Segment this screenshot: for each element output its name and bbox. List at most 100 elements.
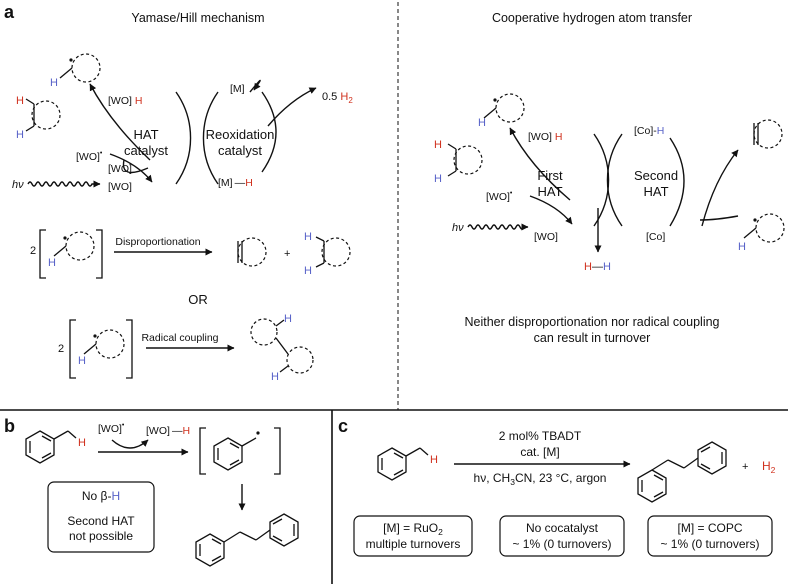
condition-line-2: cat. [M] [520, 445, 559, 459]
plus-sign-c: + [742, 461, 748, 473]
wo-star-label-b: [WO]• [98, 422, 125, 435]
wo-star-label: [WO]• [76, 150, 103, 163]
right-title: Cooperative hydrogen atom transfer [492, 11, 692, 25]
ruo2-line-2: multiple turnovers [366, 537, 461, 551]
second-hat-arc-left [606, 133, 623, 227]
radical-structure-right-top [483, 93, 525, 123]
no-beta-h-box [47, 481, 155, 553]
bracket-left-b [199, 427, 206, 475]
second-hat-text-2: not possible [69, 529, 133, 543]
hv-label: hν [12, 179, 24, 191]
reox-arc-right [261, 91, 277, 173]
radical-structure-disp [53, 231, 95, 261]
h-label-red: H [78, 437, 86, 449]
radical-coupling-label: Radical coupling [141, 332, 218, 344]
second-hat-arc-right [669, 137, 685, 227]
h-label-blue: H [48, 257, 56, 269]
h-label-red: H [16, 95, 24, 107]
second-hat-label-1: Second [634, 168, 678, 183]
radical-structure-top [59, 53, 101, 83]
h2-product-label: H2 [762, 459, 776, 475]
h-label-blue: H [478, 117, 486, 129]
coef-2-disp: 2 [30, 245, 36, 257]
hat-catalyst-label-2: catalyst [124, 143, 168, 158]
coef-2-coupling: 2 [58, 343, 64, 355]
radical-structure-right-bottom [743, 213, 785, 243]
bibenzyl-b [195, 513, 299, 567]
co-label: [Co] [646, 231, 665, 243]
copc-line-2: ~ 1% (0 turnovers) [660, 537, 759, 551]
second-hat-label-2: HAT [643, 184, 668, 199]
h-label-blue: H [304, 231, 312, 243]
m-label: [M] [230, 83, 245, 95]
hv-label-right: hν [452, 222, 464, 234]
panel-c-letter: c [338, 416, 348, 436]
h-label-blue: H [304, 265, 312, 277]
h2-arrow [267, 87, 317, 127]
radical-structure-coupling [83, 329, 125, 359]
h-label-blue: H [271, 371, 279, 383]
plus-sign: + [284, 248, 290, 260]
first-hat-arrow [509, 127, 571, 201]
h-h-label: H—H [584, 261, 611, 273]
hat-catalyst-label-1: HAT [133, 127, 158, 142]
h-label-blue: H [738, 241, 746, 253]
panel-a-letter: a [4, 2, 15, 22]
bracket-right [126, 319, 133, 379]
bracket-right [96, 229, 103, 279]
alkane-product [315, 236, 351, 268]
no-cocatalyst-line-1: No cocatalyst [526, 521, 599, 535]
co-h-label: [Co]-H [634, 125, 664, 137]
first-hat-label-2: HAT [537, 184, 562, 199]
no-cocatalyst-box [499, 515, 625, 557]
h-label-red: H [430, 454, 438, 466]
h-label-blue: H [284, 313, 292, 325]
reox-label-1: Reoxidation [206, 127, 275, 142]
hat-arrow-up [89, 83, 151, 161]
half-h2-label: 0.5 H2 [322, 91, 353, 105]
h-label-red: H [434, 139, 442, 151]
reox-cycle-arc [202, 91, 219, 185]
ruo2-line-1: [M] = RuO2 [383, 521, 443, 537]
toluene-structure-c [377, 447, 429, 481]
no-beta-h-label: No β-H [82, 489, 120, 503]
alkene-arrow [701, 149, 739, 227]
condition-line-3: hν, CH3CN, 23 °C, argon [474, 471, 607, 487]
neither-text-2: can result in turnover [534, 331, 651, 345]
substrate-structure [25, 98, 61, 132]
wo-star-arrow-right [529, 195, 573, 225]
hat-arrow-short [122, 159, 149, 174]
disproportionation-label: Disproportionation [115, 236, 200, 248]
wo-h-label-b: [WO] —H [146, 425, 190, 437]
hat-cycle-arc [175, 91, 192, 185]
wo-star-arrow [109, 153, 153, 183]
neither-text-1: Neither disproportionation nor radical c… [464, 315, 719, 329]
h-label-blue: H [78, 355, 86, 367]
wo-curve-b [111, 439, 149, 449]
hv-wavy-arrow [27, 180, 101, 188]
condition-line-1: 2 mol% TBADT [499, 429, 582, 443]
benzyl-radical-b [213, 431, 260, 471]
wo-label-right: [WO] [534, 231, 558, 243]
hv-wavy-arrow-right [467, 223, 529, 231]
bracket-left [39, 229, 46, 279]
no-cocatalyst-line-2: ~ 1% (0 turnovers) [512, 537, 611, 551]
reox-label-2: catalyst [218, 143, 262, 158]
ruo2-box [353, 515, 473, 557]
alkene-product [237, 237, 267, 267]
bibenzyl-c [637, 441, 727, 503]
h-label-blue: H [434, 173, 442, 185]
substrate-structure-right [447, 143, 483, 177]
wo-label: [WO] [108, 163, 132, 175]
bracket-right-b [274, 427, 281, 475]
copc-box [647, 515, 773, 557]
panel-b-letter: b [4, 416, 15, 436]
radical-in-arrow [699, 215, 739, 221]
alkene-product-right [753, 119, 783, 149]
bracket-left [69, 319, 76, 379]
m-arrow [249, 79, 261, 93]
first-hat-arc [593, 133, 610, 227]
h-label-blue: H [16, 129, 24, 141]
left-title: Yamase/Hill mechanism [131, 11, 264, 25]
